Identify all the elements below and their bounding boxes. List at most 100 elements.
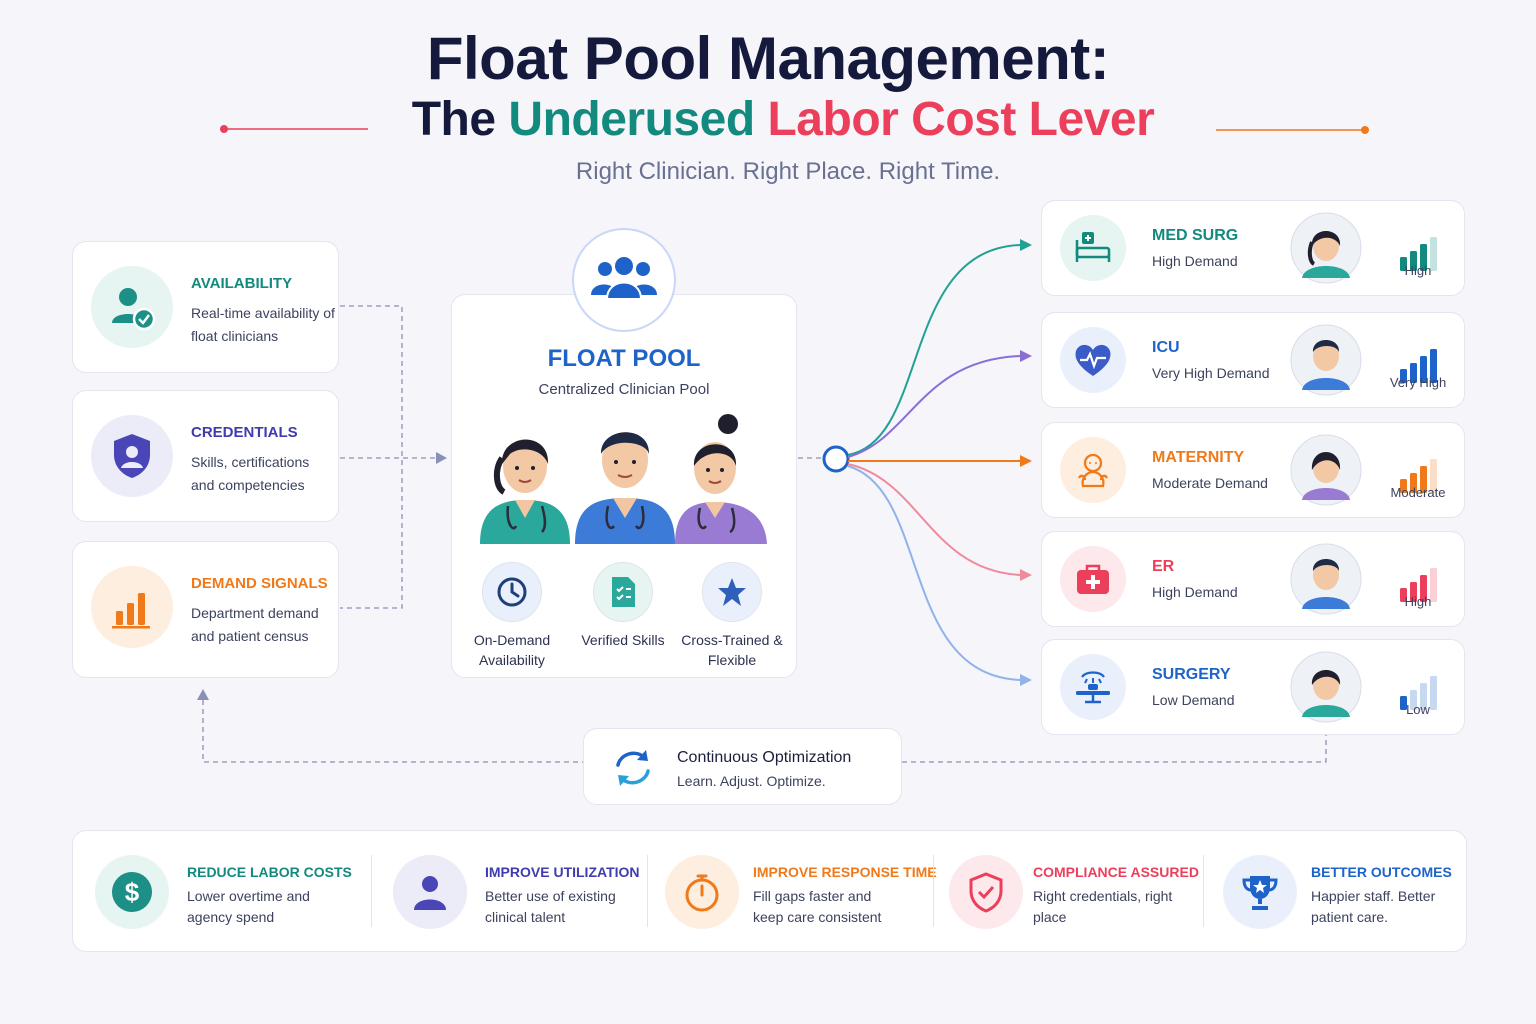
feature-label-on-demand: On-Demand Availability — [473, 632, 551, 668]
clinician-purple — [675, 414, 767, 544]
benefit-desc-reduce: Lower overtime and agency spend — [187, 888, 310, 925]
clinician-blue — [575, 432, 675, 544]
benefit-desc-response: Fill gaps faster and keep care consisten… — [753, 888, 882, 925]
demand-bar — [1420, 575, 1427, 602]
dept-name-er: ER — [1152, 558, 1175, 575]
input-desc-credentials: Skills, certifications and competencies — [191, 454, 310, 493]
input-card-demand-signals: DEMAND SIGNALS Department demand and pat… — [72, 541, 339, 678]
demand-bar — [1410, 251, 1417, 271]
benefit-title-compliance: COMPLIANCE ASSURED — [1033, 864, 1199, 880]
feature-on-demand: On-Demand Availability — [452, 562, 572, 670]
input-title-availability: AVAILABILITY — [191, 275, 293, 292]
demand-bars — [1400, 568, 1437, 602]
benefits-bar: $ REDUCE LABOR COSTS Lower overtime and … — [72, 830, 1467, 952]
input-title-demand-signals: DEMAND SIGNALS — [191, 575, 328, 592]
feature-label-verified: Verified Skills — [581, 632, 665, 648]
benefit-title-utilization: IMPROVE UTILIZATION — [485, 864, 640, 880]
clinician-teal — [480, 439, 570, 544]
demand-bar — [1430, 459, 1437, 493]
input-title-credentials: CREDENTIALS — [191, 424, 298, 441]
shield-person-icon — [91, 415, 173, 497]
demand-bar — [1410, 690, 1417, 710]
dept-card-med-surg: MED SURG High Demand High — [1041, 200, 1465, 296]
demand-bars — [1400, 237, 1437, 271]
dept-level-med-surg: High — [1404, 263, 1432, 278]
input-desc-demand-signals: Department demand and patient census — [191, 605, 319, 644]
hospital-bed-icon — [1060, 215, 1126, 281]
avatar — [1290, 651, 1362, 723]
demand-bar — [1410, 363, 1417, 383]
person-check-icon — [91, 266, 173, 348]
refresh-icon — [616, 750, 650, 786]
avatar — [1290, 543, 1362, 615]
demand-bars — [1400, 676, 1437, 710]
dept-level-er: High — [1404, 594, 1432, 609]
demand-bar — [1420, 466, 1427, 493]
dept-name-icu: ICU — [1152, 339, 1180, 356]
demand-bar — [1430, 349, 1437, 383]
avatar — [1290, 212, 1362, 284]
feature-label-cross-trained: Cross-Trained & Flexible — [681, 632, 783, 668]
optimization-title: Continuous Optimization — [677, 749, 852, 766]
demand-bar — [1430, 237, 1437, 271]
benefit-desc-compliance: Right credentials, right place — [1033, 888, 1173, 925]
divider — [1203, 855, 1204, 927]
benefit-title-reduce: REDUCE LABOR COSTS — [187, 864, 352, 880]
optimization-subtitle: Learn. Adjust. Optimize. — [677, 773, 826, 789]
dept-demand-med-surg: High Demand — [1152, 253, 1238, 269]
avatar — [1290, 324, 1362, 396]
clock-icon — [482, 562, 542, 622]
page-title: Float Pool Management: — [426, 25, 1110, 92]
dept-name-maternity: MATERNITY — [1152, 449, 1245, 466]
checklist-icon — [593, 562, 653, 622]
float-pool-title: FLOAT POOL — [547, 345, 701, 372]
divider — [933, 855, 934, 927]
dept-level-maternity: Moderate — [1390, 485, 1446, 500]
input-card-availability: AVAILABILITY Real-time availability of f… — [72, 241, 339, 373]
continuous-optimization-card: Continuous Optimization Learn. Adjust. O… — [583, 728, 902, 805]
dept-demand-er: High Demand — [1152, 584, 1238, 600]
clinicians-illustration — [480, 414, 767, 544]
dept-demand-maternity: Moderate Demand — [1152, 475, 1268, 491]
feature-verified: Verified Skills — [563, 562, 683, 650]
trophy-icon — [1223, 855, 1297, 929]
person-icon — [393, 855, 467, 929]
input-card-credentials: CREDENTIALS Skills, certifications and c… — [72, 390, 339, 522]
demand-bar — [1430, 676, 1437, 710]
dept-demand-icu: Very High Demand — [1152, 365, 1270, 381]
demand-bars — [1400, 349, 1437, 383]
baby-icon — [1060, 437, 1126, 503]
input-desc-availability: Real-time availability of float clinicia… — [191, 305, 335, 344]
benefit-desc-outcomes: Happier staff. Better patient care. — [1311, 888, 1436, 925]
page-subtitle: The Underused Labor Cost Lever — [0, 92, 1536, 147]
divider — [647, 855, 648, 927]
group-icon — [572, 228, 676, 332]
dollar-icon: $ — [95, 855, 169, 929]
demand-bars — [1400, 459, 1437, 493]
dept-card-icu: ICU Very High Demand Very High — [1041, 312, 1465, 408]
dept-name-med-surg: MED SURG — [1152, 227, 1239, 244]
subtitle-part-the: The — [411, 93, 496, 146]
demand-bar — [1400, 369, 1407, 383]
demand-bar — [1420, 356, 1427, 383]
float-pool-subtitle: Centralized Clinician Pool — [538, 381, 710, 398]
demand-bar — [1420, 244, 1427, 271]
dept-name-surgery: SURGERY — [1152, 666, 1231, 683]
demand-bar — [1410, 473, 1417, 493]
dept-card-surgery: SURGERY Low Demand Low — [1041, 639, 1465, 735]
subtitle-part-lever: Labor Cost Lever — [767, 93, 1155, 146]
demand-bar — [1400, 479, 1407, 493]
demand-bar — [1400, 257, 1407, 271]
heart-pulse-icon — [1060, 327, 1126, 393]
dept-card-er: ER High Demand High — [1041, 531, 1465, 627]
first-aid-kit-icon — [1060, 546, 1126, 612]
svg-text:$: $ — [125, 877, 140, 907]
dept-demand-surgery: Low Demand — [1152, 692, 1235, 708]
dept-card-maternity: MATERNITY Moderate Demand Moderate — [1041, 422, 1465, 518]
bar-chart-icon — [91, 566, 173, 648]
demand-bar — [1400, 696, 1407, 710]
divider — [371, 855, 372, 927]
feature-cross-trained: Cross-Trained & Flexible — [672, 562, 792, 670]
demand-bar — [1410, 582, 1417, 602]
